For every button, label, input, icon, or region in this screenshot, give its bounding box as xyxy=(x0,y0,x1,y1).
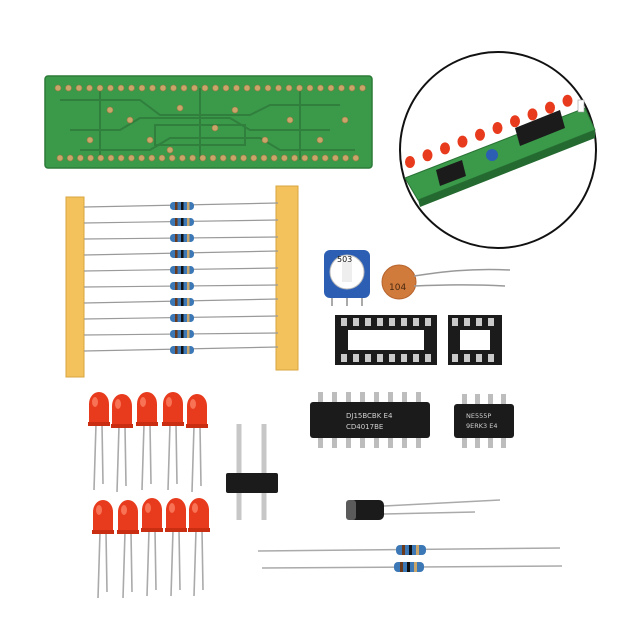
ic-socket-16pin xyxy=(335,315,437,365)
red-led-group xyxy=(88,392,210,599)
pcb-board xyxy=(44,75,373,169)
electrolytic-capacitor xyxy=(346,499,501,520)
ic-large-text-1: DJ15BCBK E4 xyxy=(346,412,393,420)
trimmer-potentiometer: 503 xyxy=(324,250,370,306)
pot-code-label: 503 xyxy=(337,255,352,264)
assembled-kit-inset xyxy=(399,51,597,249)
ic-small-text-2: 9ERK3 E4 xyxy=(466,422,497,430)
ic-small-text-1: NE555P xyxy=(466,412,491,420)
ic-socket-8pin xyxy=(448,315,502,365)
red-led xyxy=(165,498,187,597)
pin-header xyxy=(226,424,278,520)
red-led xyxy=(141,498,163,597)
red-led xyxy=(88,392,110,491)
ic-large-text-2: CD4017BE xyxy=(346,423,383,431)
red-led xyxy=(111,394,133,493)
ic-cd4017: DJ15BCBK E4 CD4017BE xyxy=(310,392,430,448)
ic-ne555: NE555P 9ERK3 E4 xyxy=(454,394,514,448)
resistor-tape-strip xyxy=(65,185,299,378)
red-led xyxy=(188,498,210,597)
ceramic-capacitor: 104 xyxy=(381,264,511,300)
red-led xyxy=(136,392,158,491)
cap-code-label: 104 xyxy=(389,283,406,293)
red-led xyxy=(92,500,114,599)
loose-resistors xyxy=(257,545,563,572)
red-led xyxy=(117,500,139,599)
red-led xyxy=(162,392,184,491)
red-led xyxy=(186,394,208,493)
